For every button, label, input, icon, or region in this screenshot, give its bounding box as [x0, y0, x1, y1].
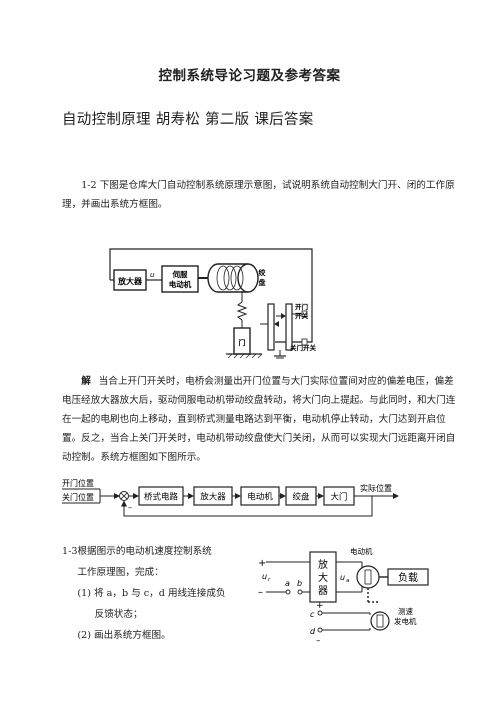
answer-label: 解 — [81, 376, 93, 387]
question-number: 1-2 — [81, 180, 97, 191]
answer-1-2: 解当合上开门开关时，电桥会测量出开门位置与大门实际位置间对应的偏差电压，偏差电压… — [62, 372, 462, 467]
svg-text:r: r — [268, 577, 271, 583]
amplifier-box — [309, 551, 337, 603]
block-amplifier-label: 放大器 — [200, 492, 226, 503]
minus-sign-lower: – — [316, 636, 321, 644]
amplifier-label-2: 大 — [318, 571, 328, 584]
open-switch-label-1: 开门 — [295, 302, 309, 311]
servo-label-2: 电动机 — [169, 279, 192, 289]
block-door-label: 大门 — [330, 492, 347, 503]
input-open-position: 开门位置 — [62, 478, 94, 488]
plus-sign-top: + — [258, 558, 266, 569]
question-1-2: 1-2 下图是仓库大门自动控制系统原理示意图，试说明系统自动控制大门开、闭的工作… — [62, 176, 462, 214]
question-line-2: 工作原理图，完成： — [77, 567, 164, 578]
amplifier-label-1: 放 — [318, 558, 328, 571]
terminal-b-label: b — [297, 579, 302, 588]
document-subtitle: 自动控制原理 胡寿松 第二版 课后答案 — [62, 112, 314, 128]
question-text: 下图是仓库大门自动控制系统原理示意图，试说明系统自动控制大门开、闭的工作原理，并… — [62, 180, 455, 210]
bridge-potentiometers — [260, 303, 305, 359]
ua-label: u — [340, 573, 345, 582]
question-1-3: 1-3根据图示的电动机速度控制系统 工作原理图，完成： (1) 将 a，b 与 … — [62, 541, 226, 646]
close-switch-label: 关门开关 — [290, 343, 317, 352]
block-winch-label: 绞盘 — [292, 492, 310, 503]
open-switch-label-2: 开关 — [295, 311, 309, 320]
terminal-d-label: d — [310, 627, 316, 636]
u-label: u — [150, 271, 155, 279]
minus-sign-left: – — [258, 587, 263, 598]
minus-sign: – — [128, 503, 132, 512]
amplifier-label: 放大器 — [117, 276, 143, 286]
ur-label: u — [262, 572, 267, 581]
question-item-2: (2) 画出系统方框图。 — [77, 630, 171, 641]
motor-speed-schematic: + u r – a b 放 大 器 u a 电动机 负载 + c d – 测速 … — [258, 546, 429, 644]
output-actual-position: 实际位置 — [360, 483, 392, 493]
open-switch — [301, 310, 308, 318]
document-title: 控制系统导论习题及参考答案 — [158, 68, 341, 84]
block-motor-label: 电动机 — [247, 492, 273, 503]
question-number: 1-3 — [62, 546, 78, 557]
load-label: 负载 — [398, 571, 418, 584]
drum-label-1: 绞 — [259, 268, 266, 277]
plus-sign-lower: + — [316, 601, 324, 611]
question-item-1b: 反馈状态； — [94, 609, 143, 620]
svg-text:a: a — [346, 578, 350, 584]
tachometer-label-2: 发电机 — [394, 616, 417, 626]
tachometer-label-1: 测速 — [398, 607, 413, 616]
load-box — [387, 568, 429, 586]
terminal-c-label: c — [310, 610, 315, 619]
motor-label: 电动机 — [350, 546, 373, 556]
spring — [236, 301, 248, 321]
drum-label-2: 盘 — [259, 278, 266, 287]
servo-label-1: 伺服 — [172, 269, 188, 279]
door-block-diagram: 开门位置 关门位置 – 桥式电路 放大器 电动机 绞盘 大门 实际位置 — [62, 478, 399, 517]
drum-winch: 绞 盘 — [207, 263, 266, 293]
question-item-1: (1) 将 a，b 与 c，d 用线连接成负 — [77, 588, 226, 599]
question-line-1: 根据图示的电动机速度控制系统 — [77, 546, 212, 557]
close-switch — [301, 338, 308, 346]
input-close-position: 关门位置 — [62, 492, 94, 502]
answer-text: 当合上开门开关时，电桥会测量出开门位置与大门实际位置间对应的偏差电压，偏差电压经… — [62, 376, 456, 463]
amplifier-label-3: 器 — [318, 585, 328, 597]
door-control-schematic: 放大器 u 伺服 电动机 绞 盘 门 — [109, 248, 317, 359]
terminal-a-label: a — [285, 579, 290, 588]
door-label: 门 — [239, 338, 246, 347]
block-bridge-circuit-label: 桥式电路 — [144, 492, 179, 503]
